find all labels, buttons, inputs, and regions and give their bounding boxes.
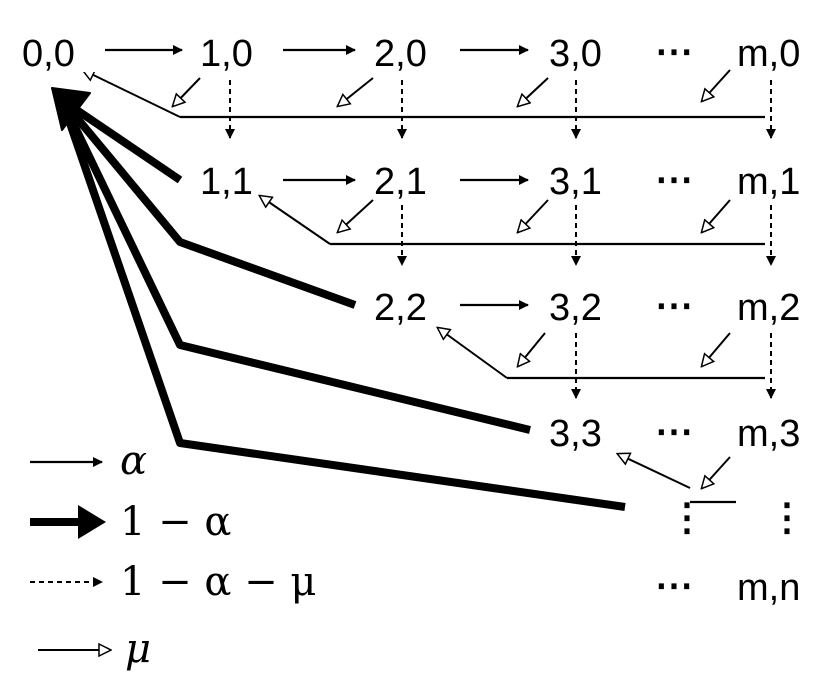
column-ellipsis: ⋮: [668, 497, 706, 539]
column-ellipsis: ⋮: [768, 497, 806, 539]
row-ellipsis: ⋯: [655, 411, 693, 453]
node-labels: 0,0 1,0 2,0 3,0 m,0 1,1 2,1 3,1 m,1 2,2 …: [22, 30, 800, 609]
mu-arrow: [518, 332, 546, 366]
reset-arrows: [51, 87, 626, 511]
row-ellipsis: ⋯: [655, 31, 693, 73]
node-0-0: 0,0: [22, 33, 75, 75]
alpha-arrows: [105, 45, 529, 310]
legend-one-minus-alpha-label: 1 − α: [120, 499, 231, 545]
mu-arrow: [438, 328, 508, 379]
reset-arrow: [59, 96, 183, 184]
mu-arrow: [518, 199, 549, 232]
mu-arrow: [702, 332, 731, 366]
row-ellipsis: ⋯: [655, 285, 693, 327]
node-2-2: 2,2: [374, 287, 427, 329]
mu-arrows: [83, 69, 731, 489]
legend: α 1 − α 1 − α − μ μ: [30, 438, 316, 672]
mu-arrow: [83, 70, 181, 118]
mu-arrow: [702, 69, 731, 101]
mu-arrow: [173, 77, 201, 106]
mu-arrow: [260, 196, 331, 245]
reset-arrow: [58, 98, 531, 434]
node-3-1: 3,1: [549, 161, 602, 203]
node-m-n: m,n: [737, 567, 800, 609]
down-arrows: [225, 80, 776, 399]
ellipses: ⋯ ⋯ ⋯ ⋯ ⋯ ⋮ ⋮: [655, 31, 806, 607]
legend-alpha-label: α: [120, 438, 147, 484]
reset-arrow: [58, 98, 626, 511]
reset-arrow: [58, 97, 357, 309]
mu-arrow: [338, 77, 374, 106]
mu-arrow: [338, 199, 374, 232]
mu-arrow: [702, 199, 731, 232]
row-ellipsis: ⋯: [655, 159, 693, 201]
node-2-0: 2,0: [374, 33, 427, 75]
mu-arrow: [702, 456, 731, 488]
legend-one-minus-alpha-minus-mu-label: 1 − α − μ: [120, 559, 316, 605]
node-m-0: m,0: [737, 33, 800, 75]
node-m-1: m,1: [737, 161, 800, 203]
legend-mu-label: μ: [125, 626, 151, 672]
node-2-1: 2,1: [374, 161, 427, 203]
legend-reset-arrowhead: [78, 505, 106, 539]
node-3-3: 3,3: [549, 413, 602, 455]
node-1-1: 1,1: [200, 161, 253, 203]
node-m-3: m,3: [737, 413, 800, 455]
mu-arrow: [518, 77, 549, 106]
node-3-0: 3,0: [549, 33, 602, 75]
node-3-2: 3,2: [549, 287, 602, 329]
row-ellipsis: ⋯: [655, 565, 693, 607]
mu-arrow: [618, 454, 691, 489]
node-1-0: 1,0: [200, 33, 253, 75]
reset-arrowhead: [51, 87, 91, 131]
node-m-2: m,2: [737, 287, 800, 329]
